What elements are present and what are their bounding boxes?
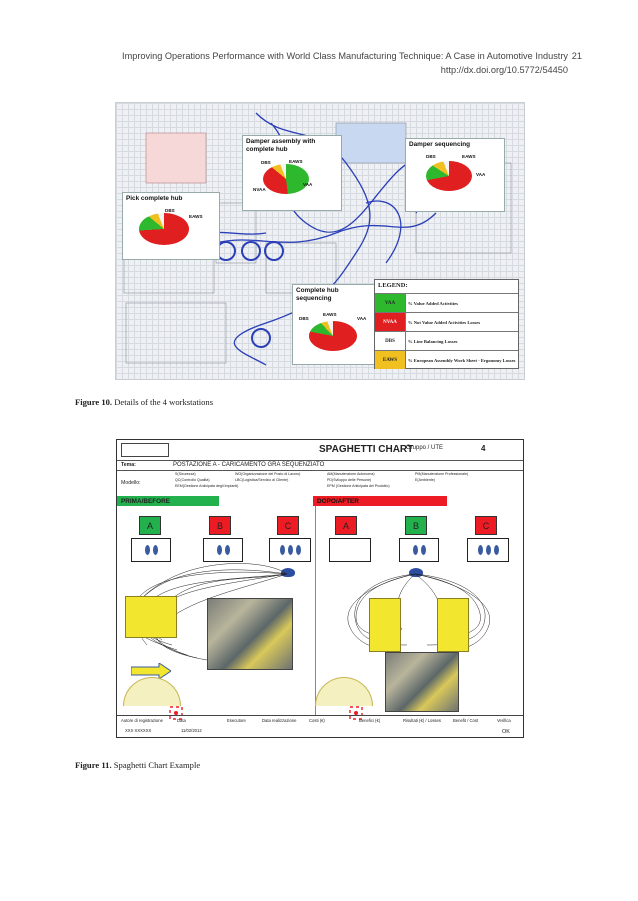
running-header: Improving Operations Performance with Wo…: [98, 49, 568, 77]
callout-damper-assembly: Damper assembly with complete hub DBS EA…: [242, 135, 342, 211]
pie-chart-icon: [426, 161, 472, 191]
component-bin: [369, 598, 401, 652]
footer-risultati: Risultati (€) / Losses: [403, 718, 441, 723]
callout-title: Complete hub sequencing: [296, 287, 374, 302]
pie-chart-icon: [309, 321, 357, 351]
verifica-ok: OK: [502, 729, 510, 735]
footer-data-realizzazione: Data realizzazione: [262, 718, 296, 723]
running-title: Improving Operations Performance with Wo…: [98, 49, 568, 63]
legend-key: VAA: [375, 294, 406, 312]
legend-text: % Value Added Activities: [406, 294, 518, 312]
workstation-photo-before: [207, 598, 293, 670]
legend-row-vaa: VAA % Value Added Activities: [375, 293, 518, 312]
figure-11-caption: Figure 11. Spaghetti Chart Example: [75, 760, 200, 770]
figure-10-workstations: Damper assembly with complete hub DBS EA…: [115, 102, 525, 380]
component-bin: [125, 596, 177, 638]
figure-11-spaghetti-chart: SPAGHETTI CHART Gruppo / UTE 4 Tema: POS…: [116, 439, 524, 738]
legend-row-eaws: EAWS % European Assembly Work Sheet - Er…: [375, 350, 518, 369]
legend-key: EAWS: [375, 351, 406, 369]
callout-title: Damper sequencing: [409, 141, 501, 149]
pie-label-dbs: DBS: [426, 153, 436, 161]
pie-label-dbs: DBS: [299, 315, 309, 323]
legend-text: % European Assembly Work Sheet - Ergonom…: [406, 351, 518, 369]
callout-pick-complete-hub: Pick complete hub DBS EAWS: [122, 192, 220, 260]
legend-row-dbs: DBS % Line Balancing Losses: [375, 331, 518, 350]
pie-chart-icon: [139, 213, 189, 245]
workstation-marker: [264, 241, 284, 261]
legend-text: % Line Balancing Losses: [406, 332, 518, 350]
pie-label-dbs: DBS: [165, 207, 175, 215]
component-bin: [437, 598, 469, 652]
doi-link[interactable]: http://dx.doi.org/10.5772/54450: [98, 63, 568, 77]
pie-label-eaws: EAWS: [289, 158, 303, 166]
footer-benefici: Benefici (€): [359, 718, 380, 723]
footer-data-value: 11/02/2012: [181, 728, 202, 733]
figure-legend: LEGEND: VAA % Value Added Activities NVA…: [374, 279, 519, 369]
caption-text: Spaghetti Chart Example: [112, 760, 201, 770]
pie-label-vaa: VAA: [357, 315, 366, 323]
legend-text: % Not Value Added Activities Losses: [406, 313, 518, 331]
chart-footer: Autore di registrazione XXX XXXXXX Data …: [117, 715, 523, 738]
pie-label-eaws: EAWS: [462, 153, 476, 161]
legend-key: NVAA: [375, 313, 406, 331]
caption-text: Details of the 4 workstations: [112, 397, 213, 407]
pie-label-eaws: EAWS: [189, 213, 203, 221]
workstation-marker: [241, 241, 261, 261]
callout-complete-hub-sequencing: Complete hub sequencing DBS EAWS VAA: [292, 284, 378, 365]
pie-label-vaa: VAA: [476, 171, 485, 179]
footer-autore: Autore di registrazione: [121, 718, 163, 723]
figure-10-caption: Figure 10. Details of the 4 workstations: [75, 397, 213, 407]
caption-label: Figure 10.: [75, 397, 112, 407]
footer-verifica: Verifica: [497, 718, 511, 723]
workstation-marker: [251, 328, 271, 348]
callout-title: Pick complete hub: [126, 195, 216, 203]
legend-key: DBS: [375, 332, 406, 350]
pie-chart-icon: [263, 164, 309, 194]
footer-costi: Costi (€): [309, 718, 325, 723]
pie-label-vaa: VAA: [303, 181, 312, 189]
footer-autore-value: XXX XXXXXX: [125, 728, 151, 733]
pie-label-dbs: DBS: [261, 159, 271, 167]
footer-benefit-cost: Benefit / Cost: [453, 718, 478, 723]
pie-label-eaws: EAWS: [323, 311, 337, 319]
pie-label-nvaa: NVAA: [253, 186, 266, 194]
caption-label: Figure 11.: [75, 760, 112, 770]
legend-row-nvaa: NVAA % Not Value Added Activities Losses: [375, 312, 518, 331]
page-number: 21: [572, 49, 582, 63]
footer-esecutore: Esecutore: [227, 718, 246, 723]
workstation-photo-after: [385, 652, 459, 712]
legend-title: LEGEND:: [375, 280, 518, 293]
footer-data: Data: [177, 718, 186, 723]
callout-title: Damper assembly with complete hub: [246, 138, 338, 153]
callout-damper-sequencing: Damper sequencing DBS EAWS VAA: [405, 138, 505, 212]
